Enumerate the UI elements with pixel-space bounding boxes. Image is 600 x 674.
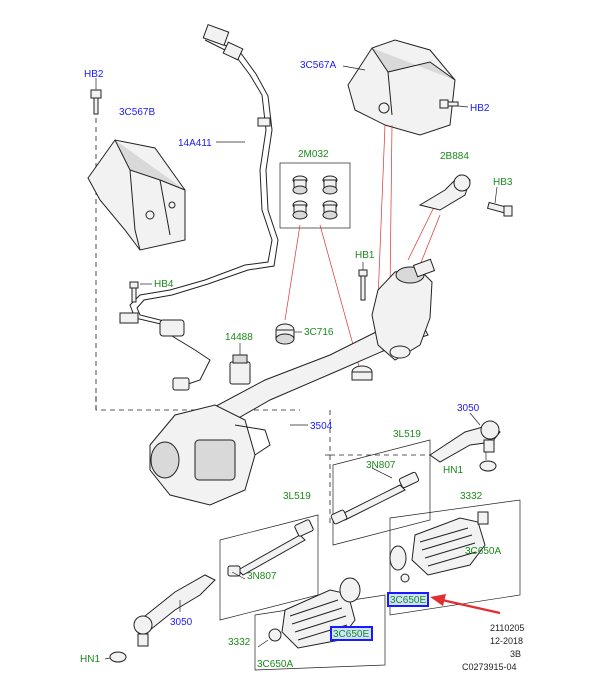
inner-tie-rod-right — [330, 467, 420, 525]
label-3l519-left[interactable]: 3L519 — [283, 491, 311, 502]
label-3c650e-right[interactable]: 3C650E — [390, 595, 426, 606]
label-3c567b[interactable]: 3C567B — [119, 107, 155, 118]
red-arrow-indicator — [430, 594, 501, 615]
label-3332-right[interactable]: 3332 — [460, 491, 483, 502]
tie-rod-end-2b884 — [418, 174, 513, 217]
label-3n807-right[interactable]: 3N807 — [366, 460, 396, 471]
label-hb2-left[interactable]: HB2 — [84, 69, 104, 80]
label-3332-left[interactable]: 3332 — [228, 637, 251, 648]
part-labels: HB2 3C567B 3C567A HB2 14A411 2M032 2B884… — [80, 60, 513, 670]
label-hn1-right[interactable]: HN1 — [443, 465, 463, 476]
steering-rack — [149, 258, 436, 506]
label-hb1-top[interactable]: HB1 — [355, 250, 375, 261]
label-2b884[interactable]: 2B884 — [440, 151, 469, 162]
highlight-box-3c650e-right[interactable] — [387, 592, 429, 607]
label-3l519-right[interactable]: 3L519 — [393, 429, 421, 440]
bolt-hb1-top — [358, 262, 368, 301]
label-3c650e-left[interactable]: 3C650E — [333, 629, 369, 640]
label-3c650a-right[interactable]: 3C650A — [465, 546, 501, 557]
bolt-hb2-left — [90, 78, 102, 115]
tie-rod-left-3050 — [104, 574, 216, 663]
bolt-hb4 — [129, 281, 152, 303]
tie-rod-right-3050 — [429, 412, 501, 472]
label-hn1-left[interactable]: HN1 — [80, 654, 100, 665]
heat-shield-left — [87, 139, 186, 251]
red-leaders — [284, 124, 441, 371]
footer-line-3: 3B — [510, 649, 521, 659]
drawing-reference: 2110205 12-2018 3B C0273915-04 — [462, 623, 524, 672]
label-hb3[interactable]: HB3 — [493, 177, 513, 188]
label-14488[interactable]: 14488 — [225, 332, 253, 343]
label-3c650a-left[interactable]: 3C650A — [257, 659, 293, 670]
label-3c567a[interactable]: 3C567A — [300, 60, 336, 71]
label-hb2-right[interactable]: HB2 — [470, 103, 490, 114]
boot-right-3332 — [389, 511, 489, 583]
bushing-kit-2m032 — [279, 162, 351, 229]
label-2m032[interactable]: 2M032 — [298, 149, 329, 160]
label-3050-right[interactable]: 3050 — [457, 403, 480, 414]
inner-tie-rod-left — [227, 519, 314, 580]
bolt-hb2-right — [439, 99, 469, 109]
highlight-box-3c650e-left[interactable] — [330, 626, 373, 641]
footer-line-2: 12-2018 — [490, 636, 523, 646]
wiring-harness — [119, 24, 279, 391]
heat-shield-right — [342, 39, 456, 136]
label-3c716[interactable]: 3C716 — [304, 327, 334, 338]
footer-line-1: 2110205 — [490, 623, 524, 633]
label-3050-left[interactable]: 3050 — [170, 617, 193, 628]
label-3n807-left[interactable]: 3N807 — [247, 571, 277, 582]
label-hb4[interactable]: HB4 — [154, 279, 174, 290]
label-14a411[interactable]: 14A411 — [178, 138, 212, 149]
footer-line-4: C0273915-04 — [462, 662, 517, 672]
label-3504[interactable]: 3504 — [310, 421, 333, 432]
